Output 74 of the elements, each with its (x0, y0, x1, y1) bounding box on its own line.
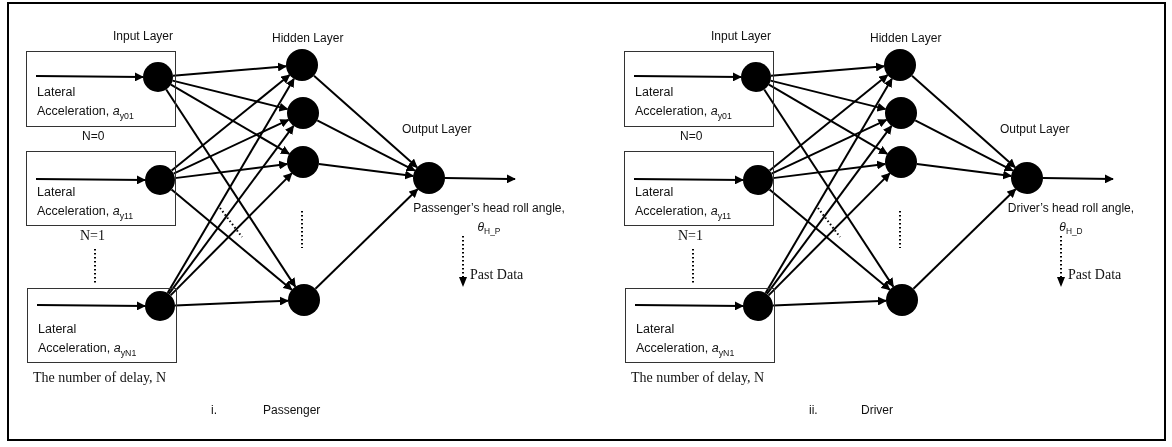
arrow (912, 188, 1017, 290)
arrow (772, 296, 887, 307)
arrow (317, 163, 415, 180)
arrow (767, 83, 889, 155)
panel-number: i. (211, 403, 217, 417)
panel-number: ii. (809, 403, 818, 417)
neuron-circle (145, 291, 175, 321)
arrow (769, 62, 886, 77)
arrow (169, 172, 293, 297)
arrow (767, 172, 891, 297)
arrow (314, 188, 419, 290)
neuron-circle (884, 49, 916, 81)
output-label: Passenger’s head roll angle, θ$_{H_P}$ (413, 200, 565, 239)
panel-title: Passenger (263, 403, 321, 417)
arrow (634, 301, 744, 311)
input-box (624, 151, 774, 226)
neuron-circle (288, 284, 320, 316)
neuron-circle (143, 62, 173, 92)
arrow (170, 188, 293, 291)
arrow (312, 74, 419, 169)
arrow (167, 124, 295, 295)
input-box (625, 288, 775, 363)
arrow (35, 175, 146, 185)
arrow (915, 163, 1013, 180)
arrow (633, 72, 742, 82)
arrow (910, 74, 1017, 169)
arrow (170, 74, 291, 172)
neuron-circle (886, 284, 918, 316)
past-data-label: Past Data (470, 267, 524, 283)
neuron-circle (885, 146, 917, 178)
arrow (173, 160, 289, 180)
arrow (171, 62, 288, 77)
delay-label: N=0 (680, 129, 703, 143)
arrow (35, 72, 144, 82)
delay-label: N=0 (82, 129, 105, 143)
delay-label: N=1 (80, 228, 105, 244)
neuron-circle (145, 165, 175, 195)
arrow (172, 118, 290, 175)
arrow (633, 175, 744, 185)
arrow (171, 79, 289, 112)
input-box (26, 51, 176, 127)
arrow (169, 83, 291, 155)
input-box (26, 151, 176, 226)
neuron-circle (743, 165, 773, 195)
neuron-circle (287, 146, 319, 178)
arrow (765, 124, 893, 295)
input-box (624, 51, 774, 127)
arrow (769, 79, 887, 112)
arrow (768, 188, 891, 291)
output-label: Driver’s head roll angle, θ$_{H_D}$ (1006, 200, 1136, 239)
input-label: Lateral Acceleration, a$_{y01}$ (37, 84, 135, 123)
neuron-circle (741, 62, 771, 92)
input-label: Lateral Acceleration, a$_{yN1}$ (636, 321, 736, 360)
arrow (444, 174, 516, 184)
input-label: Lateral Acceleration, a$_{yN1}$ (38, 321, 138, 360)
arrow (36, 301, 146, 311)
arrow (770, 118, 888, 175)
input-label: Lateral Acceleration, a$_{y11}$ (635, 184, 733, 223)
input-label: Lateral Acceleration, a$_{y11}$ (37, 184, 135, 223)
input-box (27, 288, 177, 363)
arrow (174, 296, 289, 307)
past-data-label: Past Data (1068, 267, 1122, 283)
input-label: Lateral Acceleration, a$_{y01}$ (635, 84, 733, 123)
arrow (316, 119, 416, 172)
neuron-circle (743, 291, 773, 321)
panel-title: Driver (861, 403, 893, 417)
arrow (1042, 174, 1114, 184)
delay-label: N=1 (678, 228, 703, 244)
arrow (771, 160, 887, 180)
neuron-circle (287, 97, 319, 129)
neuron-circle (885, 97, 917, 129)
arrow (914, 119, 1014, 172)
arrow (768, 74, 889, 172)
neuron-circle (286, 49, 318, 81)
